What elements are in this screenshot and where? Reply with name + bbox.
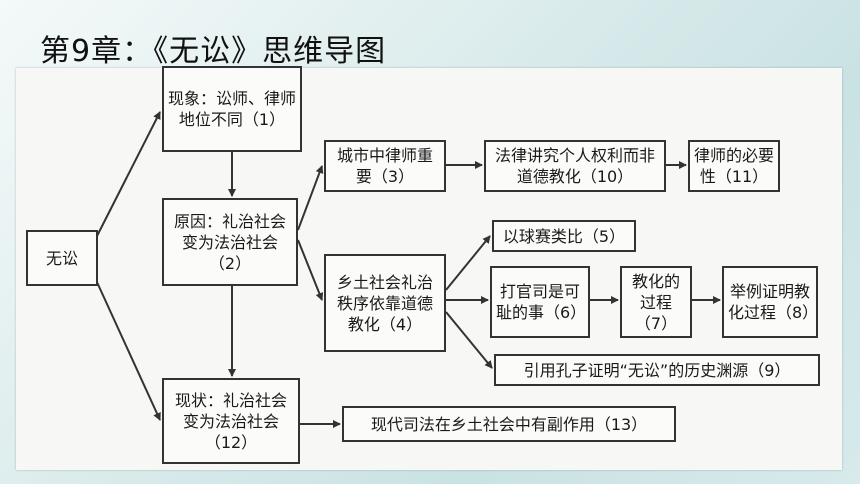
edge-n4-n5 bbox=[445, 235, 491, 291]
node-status: 现状：礼治社会变为法治社会（12） bbox=[162, 378, 300, 464]
node-city-lawyer: 城市中律师重要（3） bbox=[324, 140, 446, 192]
node-modern-justice: 现代司法在乡土社会中有副作用（13） bbox=[342, 406, 676, 442]
node-phenomenon: 现象：讼师、律师地位不同（1） bbox=[162, 66, 302, 152]
edge-root-n1 bbox=[95, 111, 161, 239]
edge-n2-n3 bbox=[297, 165, 324, 231]
edge-n4-n9 bbox=[445, 311, 493, 369]
node-confucius: 引用孔子证明“无讼”的历史渊源（9） bbox=[494, 354, 820, 386]
node-cause: 原因：礼治社会变为法治社会（2） bbox=[162, 198, 298, 286]
node-ball-game: 以球赛类比（5） bbox=[492, 220, 636, 252]
node-education-process: 教化的过程（7） bbox=[620, 266, 692, 338]
node-rural-order: 乡土社会礼治秩序依靠道德教化（4） bbox=[324, 254, 446, 352]
page-title: 第9章：《无讼》思维导图 bbox=[40, 34, 387, 69]
node-education-example: 举例证明教化过程（8） bbox=[722, 266, 818, 338]
edge-n2-n4 bbox=[297, 239, 324, 301]
edge-root-n12 bbox=[95, 279, 161, 421]
node-lawsuit-shame: 打官司是可耻的事（6） bbox=[490, 266, 590, 338]
node-law-rights: 法律讲究个人权利而非道德教化（10） bbox=[484, 140, 666, 192]
node-root: 无讼 bbox=[26, 230, 98, 286]
node-lawyer-necessity: 律师的必要性（11） bbox=[688, 140, 780, 192]
